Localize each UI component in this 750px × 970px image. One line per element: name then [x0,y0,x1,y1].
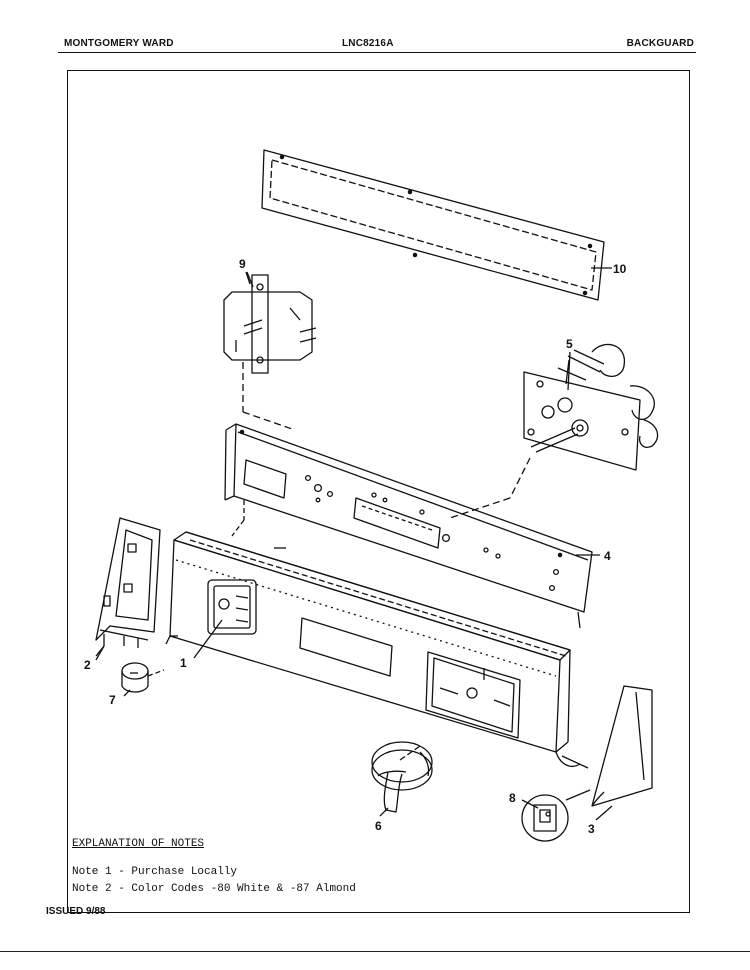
brand-header: MONTGOMERY WARD [64,38,174,49]
part-5-timer [449,343,659,519]
section-title: BACKGUARD [626,38,694,49]
callout-6: 6 [375,819,382,833]
callout-8: 8 [509,791,516,805]
part-1-control-panel [165,531,589,769]
callout-10: 10 [613,262,627,276]
bottom-rule [0,951,750,952]
callout-5: 5 [566,337,573,351]
callout-7: 7 [109,693,116,707]
part-8-clip-detail [521,789,591,842]
callout-3: 3 [588,822,595,836]
part-9-switch [223,271,317,431]
header-rule [58,52,696,53]
callout-4: 4 [604,549,611,563]
callout-1: 1 [180,656,187,670]
part-6-selector-knob [371,741,433,813]
part-10-trim-panel [261,149,612,301]
part-4-panel-bracket [224,423,593,629]
part-2-left-end-cap [95,517,161,657]
part-3-right-end-cap [591,685,653,807]
callout-2: 2 [84,658,91,672]
notes-title: EXPLANATION OF NOTES [72,838,205,850]
note-1: Note 1 - Purchase Locally [72,866,238,878]
model-number: LNC8216A [342,38,394,49]
notes-block: EXPLANATION OF NOTES Note 1 - Purchase L… [72,838,356,898]
leader-lines [95,271,613,821]
part-7-knob [121,662,165,693]
note-2: Note 2 - Color Codes -80 White & -87 Alm… [72,883,356,895]
diagram-frame [67,70,690,913]
issued-date: ISSUED 9/88 [46,906,106,917]
callout-9: 9 [239,257,246,271]
